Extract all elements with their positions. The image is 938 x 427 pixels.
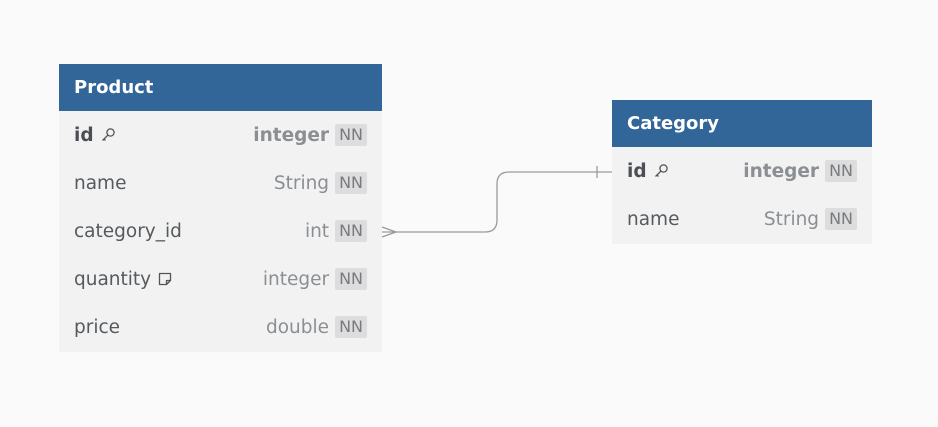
- column-row-category-id[interactable]: category_id int NN: [59, 207, 382, 255]
- column-type: String: [273, 172, 330, 194]
- column-type: integer: [262, 268, 330, 290]
- not-null-badge: NN: [825, 208, 857, 230]
- column-type: double: [266, 316, 330, 338]
- column-row-id[interactable]: id integer NN: [612, 147, 872, 195]
- table-title: Product: [74, 77, 154, 98]
- column-row-id[interactable]: id integer NN: [59, 111, 382, 159]
- table-header-category[interactable]: Category: [612, 100, 872, 147]
- not-null-badge: NN: [335, 172, 367, 194]
- column-row-name[interactable]: name String NN: [59, 159, 382, 207]
- column-type: integer: [253, 124, 330, 146]
- not-null-badge: NN: [825, 160, 857, 182]
- note-icon[interactable]: [157, 271, 173, 287]
- relationship-line: [382, 171, 612, 233]
- column-type: integer: [743, 160, 820, 182]
- table-product[interactable]: Product id integer NN name String NN cat…: [59, 64, 382, 352]
- key-icon: [100, 127, 116, 143]
- column-row-quantity[interactable]: quantity integer NN: [59, 255, 382, 303]
- column-name: name: [627, 208, 680, 230]
- table-header-product[interactable]: Product: [59, 64, 382, 111]
- column-row-name[interactable]: name String NN: [612, 195, 872, 243]
- not-null-badge: NN: [335, 124, 367, 146]
- column-name: quantity: [74, 269, 173, 290]
- column-type: int: [304, 220, 330, 242]
- not-null-badge: NN: [335, 220, 367, 242]
- not-null-badge: NN: [335, 316, 367, 338]
- column-type: String: [763, 208, 820, 230]
- key-icon: [653, 163, 669, 179]
- column-name: price: [74, 316, 121, 338]
- table-title: Category: [627, 113, 720, 134]
- column-name: name: [74, 172, 127, 194]
- crows-foot-many-end: [381, 226, 397, 238]
- table-category[interactable]: Category id integer NN name String NN: [612, 100, 872, 244]
- column-name: category_id: [74, 220, 182, 242]
- column-name: id: [74, 125, 116, 146]
- column-row-price[interactable]: price double NN: [59, 303, 382, 351]
- column-name: id: [627, 161, 669, 182]
- not-null-badge: NN: [335, 268, 367, 290]
